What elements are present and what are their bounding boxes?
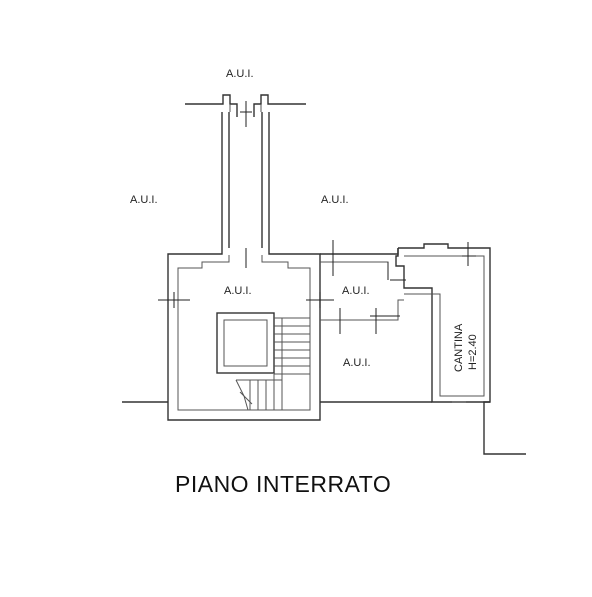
ground-lines bbox=[122, 401, 526, 455]
label-cantina-height: H=2.40 bbox=[467, 334, 479, 370]
shaft-walls bbox=[185, 94, 306, 268]
label-aui-top: A.U.I. bbox=[226, 68, 254, 80]
stair-treads bbox=[235, 317, 310, 411]
label-aui-stair-room: A.U.I. bbox=[224, 285, 252, 297]
stair-room-walls bbox=[158, 248, 334, 421]
cantina-walls bbox=[390, 242, 491, 403]
label-cantina: CANTINA bbox=[453, 323, 465, 372]
elevator-shaft bbox=[216, 312, 275, 374]
label-aui-corridor: A.U.I. bbox=[342, 285, 370, 297]
plan-title: PIANO INTERRATO bbox=[175, 471, 391, 497]
label-aui-left: A.U.I. bbox=[130, 194, 158, 206]
label-aui-lower: A.U.I. bbox=[343, 357, 371, 369]
label-aui-right: A.U.I. bbox=[321, 194, 349, 206]
